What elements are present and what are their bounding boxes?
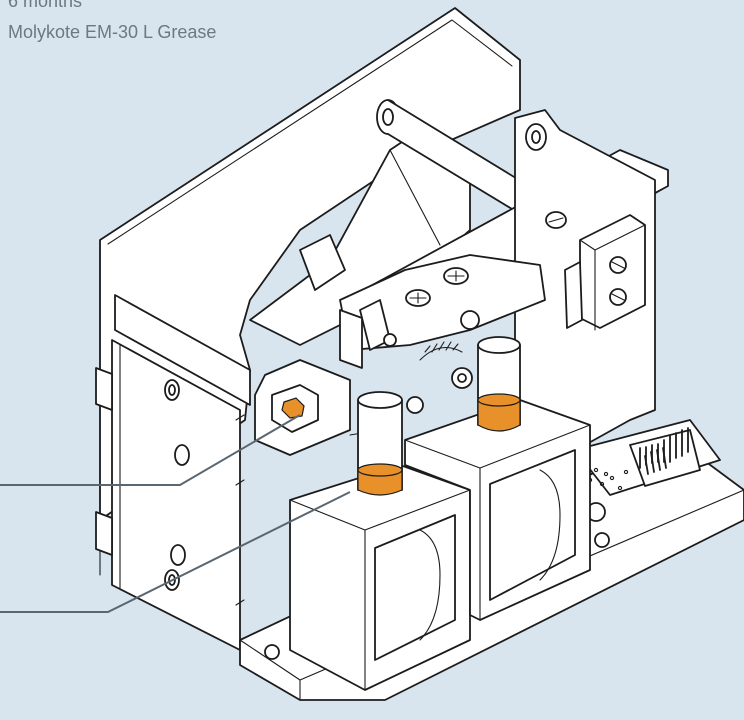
leader-line-plunger bbox=[0, 491, 351, 613]
maintenance-interval-text: 6 months bbox=[8, 0, 83, 11]
circuit-board bbox=[574, 419, 721, 496]
solenoid-left bbox=[289, 464, 471, 691]
lubricant-name-text: Molykote EM-30 L Grease bbox=[8, 22, 217, 42]
diagonal-bracket bbox=[249, 129, 471, 346]
solenoid-right bbox=[404, 399, 591, 621]
plunger-left bbox=[357, 391, 403, 496]
screw-heads bbox=[405, 211, 567, 307]
microswitch bbox=[564, 214, 646, 331]
plunger-right bbox=[477, 336, 521, 432]
actuator-lever bbox=[339, 254, 546, 389]
leader-line-lever bbox=[0, 414, 301, 486]
left-side-panel bbox=[95, 294, 251, 651]
left-lever-block bbox=[254, 359, 424, 456]
